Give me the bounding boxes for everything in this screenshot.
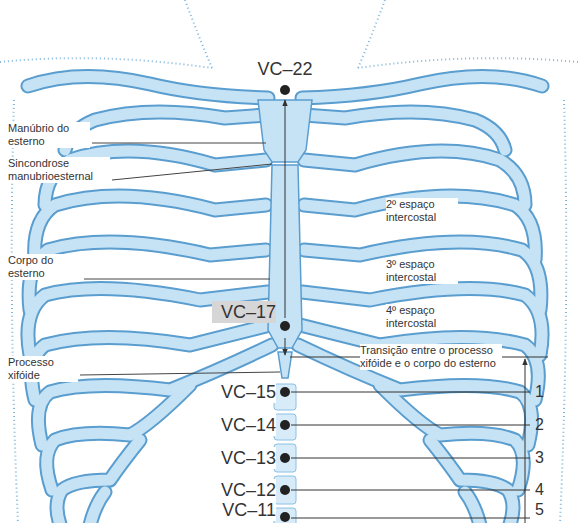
ribs-right xyxy=(298,76,542,523)
anatomy-label: 2º espaço intercostal xyxy=(386,198,458,224)
spine xyxy=(274,384,296,523)
anatomy-label: Corpo do esterno xyxy=(8,254,82,280)
point-label: VC–13 xyxy=(212,447,276,469)
rib-cage xyxy=(28,76,542,523)
anatomy-label: Sincondrose manubrioesternal xyxy=(8,157,110,183)
anatomy-label: 4º espaço intercostal xyxy=(386,304,458,330)
anatomy-label: 3º espaço intercostal xyxy=(386,258,458,284)
measure-lines xyxy=(285,100,548,523)
callout-number: 3 xyxy=(535,448,551,468)
sternum xyxy=(258,100,312,378)
point-label: VC–15 xyxy=(212,381,276,403)
point-label: VC–14 xyxy=(212,414,276,436)
point-label: VC–17 xyxy=(212,301,276,323)
anatomy-label: Manúbrio do esterno xyxy=(8,122,90,148)
anatomy-label: Transição entre o processo xifóide e o c… xyxy=(360,344,502,370)
callout-number: 4 xyxy=(535,480,551,500)
point-label: VC–12 xyxy=(212,479,276,501)
point-label: VC–11 xyxy=(212,499,276,521)
callout-number: 1 xyxy=(535,382,551,402)
acupoints xyxy=(280,85,290,522)
ribs-right-outline xyxy=(298,76,542,523)
anatomy-label: Processo xifóide xyxy=(8,356,78,382)
point-label: VC–22 xyxy=(250,58,320,80)
leader-lines xyxy=(80,143,280,375)
callout-number: 5 xyxy=(535,500,551,520)
callout-number: 2 xyxy=(535,415,551,435)
